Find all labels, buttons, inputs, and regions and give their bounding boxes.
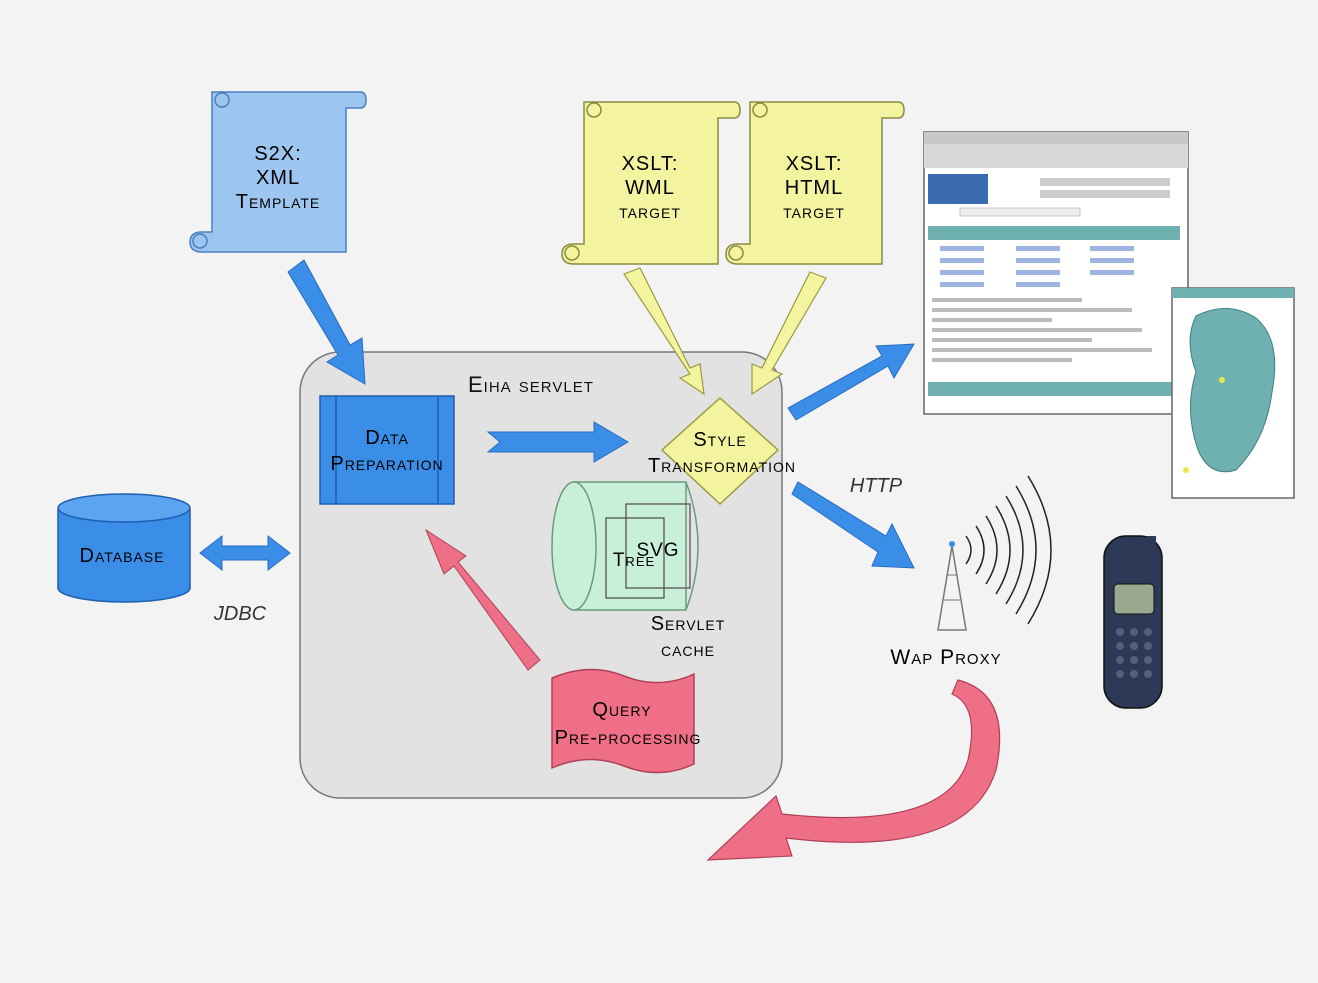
servlet-cache-line-2: cache — [661, 639, 715, 661]
http-label: HTTP — [850, 475, 903, 497]
tree-label: Tree — [613, 550, 655, 571]
query-line-1: Query — [592, 699, 651, 721]
wap-tower-icon — [937, 541, 967, 631]
xslt-html-line-3: target — [783, 201, 845, 223]
style-line-1: Style — [693, 429, 746, 451]
map-region — [1189, 307, 1276, 473]
arrow-data-preparation-to-style — [486, 421, 629, 463]
data-preparation-line-1: Data — [365, 427, 409, 449]
map-screenshot — [1171, 287, 1295, 499]
svg-page — [625, 503, 691, 589]
style-line-2: Transformation — [648, 455, 796, 477]
arrow-style-to-wap-proxy — [791, 481, 915, 569]
servlet-title: Eiha servlet — [468, 372, 594, 397]
xslt-html-line-1: XSLT: — [786, 153, 843, 175]
xslt-wml-line-2: WML — [625, 177, 675, 199]
query-preprocessing-shape: Query Pre-processing — [551, 668, 702, 774]
s2x-template-scroll: S2X: XML Template — [189, 91, 367, 253]
wireless-waves-icon — [965, 475, 1052, 625]
s2x-line-1: S2X: — [254, 143, 301, 165]
data-preparation-line-2: Preparation — [330, 453, 443, 475]
s2x-line-2: XML — [256, 167, 300, 189]
arrow-html-to-style — [751, 271, 827, 396]
xslt-wml-line-1: XSLT: — [622, 153, 679, 175]
mobile-phone-icon — [1103, 535, 1163, 709]
servlet-cache-cylinder: Tree SVG — [551, 481, 699, 611]
arrow-wap-return-to-servlet — [706, 679, 1001, 861]
arrow-jdbc-bidirectional — [199, 534, 291, 572]
servlet-cache-line-1: Servlet — [651, 613, 726, 635]
data-preparation-box: Data Preparation — [319, 395, 455, 505]
style-transformation-diamond: Style Transformation — [648, 396, 796, 506]
arrow-style-to-browser — [787, 343, 915, 421]
xslt-html-line-2: HTML — [785, 177, 843, 199]
xslt-wml-line-3: target — [619, 201, 681, 223]
database-label: Database — [80, 545, 165, 567]
browser-screenshot — [923, 131, 1189, 415]
s2x-line-3: Template — [236, 191, 321, 213]
xslt-html-scroll: XSLT: HTML target — [725, 101, 905, 265]
arrow-query-to-data-preparation — [424, 528, 541, 671]
database-cylinder: Database — [57, 493, 191, 603]
tree-page — [605, 517, 665, 599]
jdbc-label: JDBC — [213, 603, 267, 625]
arrow-template-to-data-preparation — [287, 259, 366, 385]
xslt-wml-scroll: XSLT: WML target — [561, 101, 741, 265]
svg-label: SVG — [636, 540, 679, 561]
query-line-2: Pre-processing — [555, 727, 702, 749]
arrow-wml-to-style — [623, 267, 705, 396]
wap-proxy-label: Wap Proxy — [890, 646, 1001, 669]
